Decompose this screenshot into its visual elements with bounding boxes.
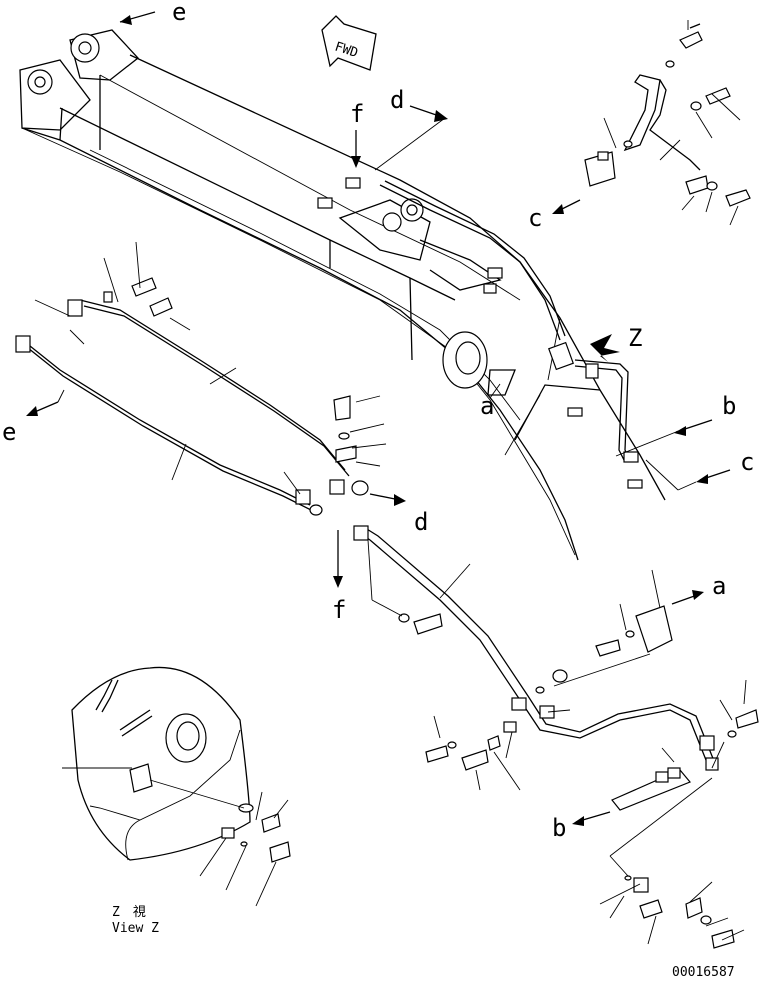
boom-structure xyxy=(19,29,666,561)
label-f-middle: f xyxy=(332,596,346,624)
bottom-right-bolts xyxy=(599,875,745,949)
boom-cylinder-boss xyxy=(442,331,516,396)
fwd-arrow-indicator: FWD xyxy=(321,15,377,71)
label-e-left: e xyxy=(2,418,16,446)
label-b-lower: b xyxy=(552,814,566,842)
label-c-right: c xyxy=(740,448,754,476)
label-a-lower: a xyxy=(712,572,726,600)
bolt-set-lower xyxy=(398,613,759,771)
boom-side-plate xyxy=(548,341,574,371)
hose-clamp xyxy=(15,335,31,353)
label-e-top: e xyxy=(172,0,186,26)
bolt-set-left xyxy=(103,277,357,463)
view-z-arrow xyxy=(590,334,620,362)
boom-top-clamps xyxy=(317,177,503,294)
label-b-right: b xyxy=(722,392,736,420)
lower-pipe-assembly xyxy=(353,525,759,877)
view-z-caption-jp: Z 視 xyxy=(112,905,146,920)
label-z: Z xyxy=(628,324,642,352)
label-d-middle: d xyxy=(414,508,428,536)
plate-a xyxy=(635,605,673,653)
label-f-top: f xyxy=(350,100,364,128)
drawing-number: 00016587 xyxy=(672,965,735,980)
fwd-label: FWD xyxy=(333,40,360,62)
connection-arrows: e d f c Z a b c e xyxy=(2,0,754,842)
left-hose-assembly xyxy=(15,241,387,516)
label-d-top: d xyxy=(390,86,404,114)
label-c-upper: c xyxy=(528,204,542,232)
view-z-caption-en: View Z xyxy=(112,921,159,936)
foot-pin-lug xyxy=(19,29,139,131)
upper-right-detail xyxy=(584,20,751,226)
hose-clamp xyxy=(67,299,83,317)
view-z-caption: Z 視 View Z xyxy=(112,905,159,936)
view-z-plate xyxy=(129,763,153,793)
arm-cylinder-bracket xyxy=(338,198,502,291)
view-z-detail xyxy=(62,666,291,907)
bolt-set-upper xyxy=(623,23,751,207)
label-a-middle: a xyxy=(480,392,494,420)
